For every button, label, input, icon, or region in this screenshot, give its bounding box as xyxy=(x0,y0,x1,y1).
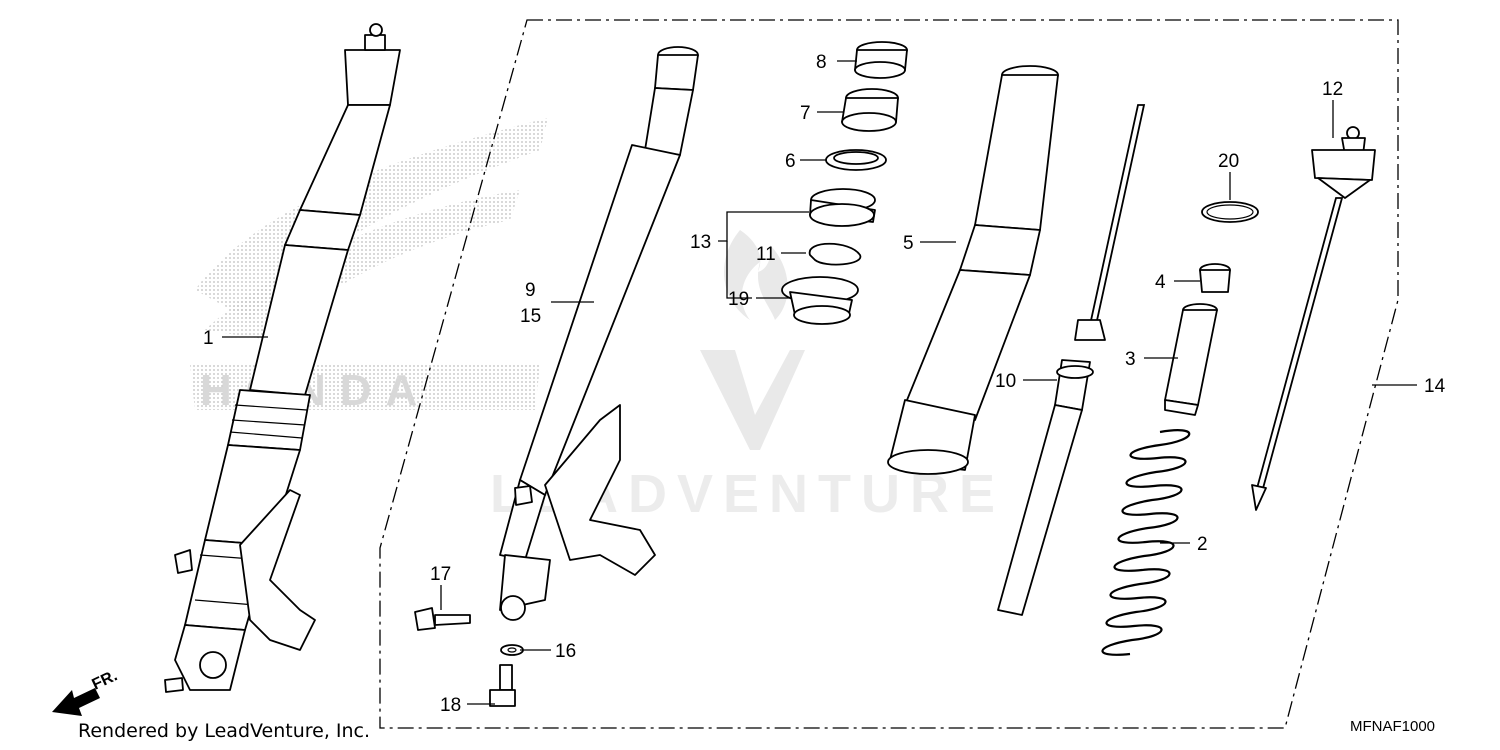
front-direction-arrow-icon: FR. xyxy=(52,667,120,716)
washer-part-16 xyxy=(500,644,524,656)
label-20: 20 xyxy=(1218,151,1239,172)
dust-seal-part-19 xyxy=(781,276,859,325)
label-7: 7 xyxy=(800,103,811,124)
label-14: 14 xyxy=(1424,376,1446,397)
bolt-part-18 xyxy=(489,664,516,707)
damper-rod-part-10 xyxy=(997,104,1146,616)
o-ring-part-20 xyxy=(1201,201,1259,223)
honda-logo-text: HONDA xyxy=(200,366,431,415)
fork-bolt-part-12 xyxy=(1251,126,1376,511)
label-9: 9 xyxy=(525,280,536,301)
front-direction-label: FR. xyxy=(90,667,121,693)
diagram-code: MFNAF1000 xyxy=(1350,718,1436,735)
stopper-ring-part-11 xyxy=(809,242,862,266)
bolt-part-17 xyxy=(414,607,471,631)
label-6: 6 xyxy=(785,151,796,172)
fork-spring-part-2 xyxy=(1101,429,1191,656)
label-15: 15 xyxy=(520,306,541,327)
backup-ring-part-6 xyxy=(825,149,887,171)
leader-lines xyxy=(222,60,1417,705)
label-18: 18 xyxy=(440,695,461,716)
oil-seal-part-13 xyxy=(809,188,876,227)
spring-collar-part-3 xyxy=(1164,303,1218,416)
label-19: 19 xyxy=(728,289,749,310)
label-5: 5 xyxy=(903,233,914,254)
label-1: 1 xyxy=(203,328,214,349)
callout-labels: 1 2 3 4 5 6 7 8 9 10 11 12 13 14 15 16 1… xyxy=(203,52,1446,716)
fork-assembly-part-1 xyxy=(164,23,401,693)
label-8: 8 xyxy=(816,52,827,73)
assembly-boundary xyxy=(379,19,1399,729)
bushing-part-8 xyxy=(854,41,908,79)
label-11: 11 xyxy=(756,244,776,265)
label-10: 10 xyxy=(995,371,1016,392)
label-3: 3 xyxy=(1125,349,1136,370)
label-2: 2 xyxy=(1197,534,1208,555)
label-17: 17 xyxy=(430,564,451,585)
label-12: 12 xyxy=(1322,79,1343,100)
label-4: 4 xyxy=(1155,272,1166,293)
outer-tube-part-9 xyxy=(499,46,699,621)
label-16: 16 xyxy=(555,641,576,662)
label-13: 13 xyxy=(690,232,711,253)
inner-tube-part-5 xyxy=(887,65,1059,475)
bushing-part-7 xyxy=(841,88,899,132)
spring-seat-part-4 xyxy=(1199,263,1231,293)
render-credit: Rendered by LeadVenture, Inc. xyxy=(78,720,371,742)
